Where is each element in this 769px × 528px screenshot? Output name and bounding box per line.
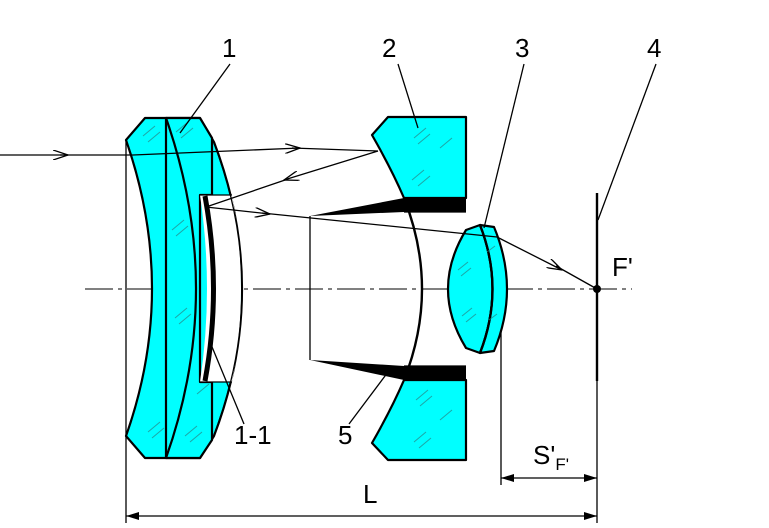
- lens-2-upper-half: [370, 115, 468, 200]
- leader-lines: [179, 63, 657, 425]
- ray-to-focus-arrow: [205, 206, 270, 214]
- lens-3-mid-surface: [478, 224, 494, 354]
- tube-5-lower: [310, 360, 466, 380]
- dimensions: [125, 330, 598, 523]
- ray-to-mirror-2: [132, 148, 300, 156]
- tube-5-upper: [310, 198, 466, 216]
- ray-to-focus-final: [555, 265, 598, 290]
- label-length: L: [363, 479, 377, 509]
- lens-2-inner-surface: [402, 197, 424, 381]
- label-back-focal-main: S': [533, 440, 555, 470]
- ray-reflected-back-tail: [205, 178, 289, 208]
- label-focus: F': [612, 252, 633, 282]
- lens-2: [309, 115, 468, 462]
- lens-3: [446, 223, 509, 355]
- label-part-4: 4: [647, 33, 661, 63]
- mirror-coating-1-1: [202, 195, 216, 382]
- label-part-1: 1: [222, 33, 236, 63]
- lens-2-hatching: [411, 127, 453, 449]
- label-back-focal-sub: F': [555, 455, 569, 474]
- lens-2-lower-half: [370, 378, 468, 462]
- ray-to-focus-mid: [261, 212, 498, 238]
- label-part-5: 5: [338, 420, 352, 450]
- label-part-1-1: 1-1: [234, 420, 272, 450]
- ray-reflected-back: [284, 150, 379, 180]
- ray-to-focus-end: [496, 236, 562, 270]
- label-part-2: 2: [382, 33, 396, 63]
- label-part-3: 3: [515, 33, 529, 63]
- ray-paths: [0, 147, 598, 290]
- lens-1: [124, 116, 244, 460]
- lens-3-hatching: [457, 245, 498, 323]
- label-back-focal: S'F': [533, 440, 569, 474]
- lens-1-rear-surface: [211, 137, 243, 441]
- ray-to-mirror-2-tail: [291, 147, 379, 152]
